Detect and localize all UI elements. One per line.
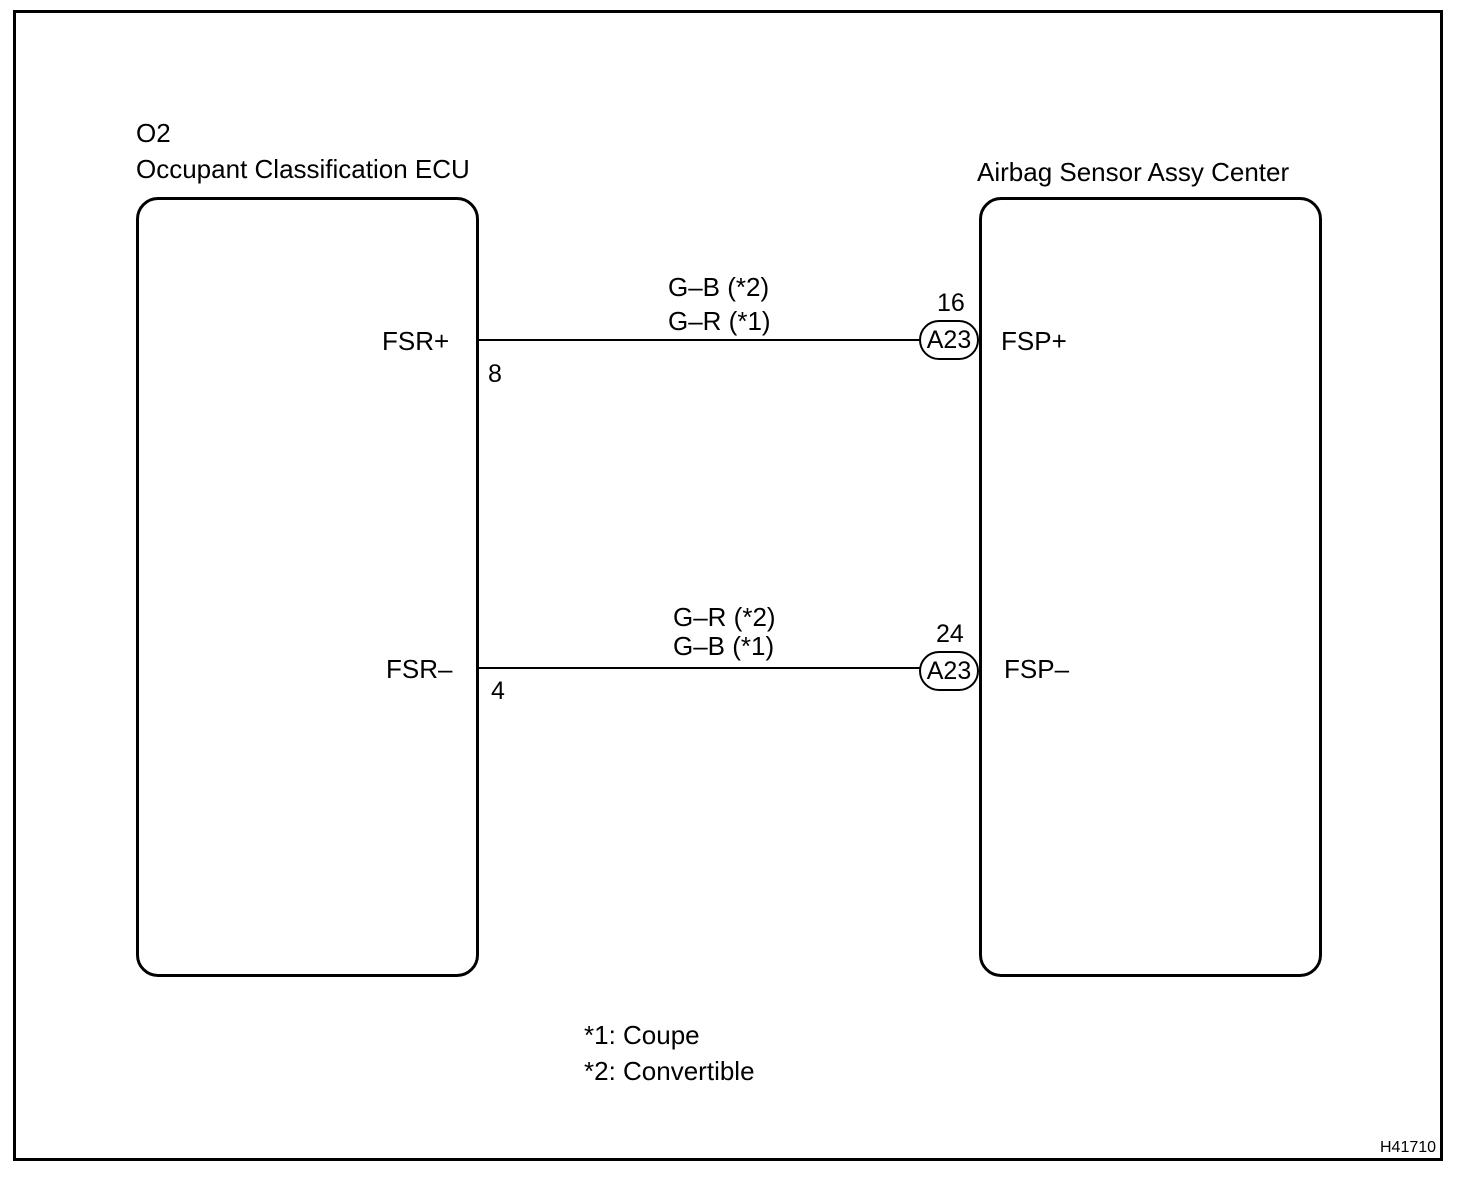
terminal-fsp-minus: FSP– bbox=[1004, 654, 1070, 684]
terminal-fsr-minus: FSR– bbox=[386, 654, 453, 684]
connector-a23-1: A23 bbox=[919, 320, 979, 360]
pin-24: 24 bbox=[936, 620, 964, 648]
terminal-fsp-plus: FSP+ bbox=[1001, 326, 1067, 356]
terminal-fsr-plus: FSR+ bbox=[382, 326, 450, 356]
left-ecu-box bbox=[136, 197, 479, 977]
left-ecu-name: Occupant Classification ECU bbox=[136, 154, 470, 184]
wire-1 bbox=[479, 339, 921, 341]
note-coupe: *1: Coupe bbox=[584, 1020, 700, 1050]
right-ecu-box bbox=[979, 197, 1322, 977]
wire-2-color-a: G–R (*2) bbox=[673, 602, 776, 632]
wire-1-color-b: G–R (*1) bbox=[668, 306, 771, 336]
pin-4: 4 bbox=[491, 677, 505, 705]
figure-code: H41710 bbox=[1380, 1139, 1437, 1156]
diagram-frame bbox=[13, 10, 1443, 1161]
wire-2 bbox=[479, 667, 921, 669]
pin-8: 8 bbox=[488, 360, 502, 388]
wire-2-color-b: G–B (*1) bbox=[673, 631, 775, 661]
right-ecu-name: Airbag Sensor Assy Center bbox=[977, 157, 1290, 187]
pin-16: 16 bbox=[937, 289, 965, 317]
wire-1-color-a: G–B (*2) bbox=[668, 272, 770, 302]
connector-a23-2: A23 bbox=[919, 651, 979, 691]
note-convertible: *2: Convertible bbox=[584, 1056, 755, 1086]
left-ecu-code: O2 bbox=[136, 118, 171, 148]
